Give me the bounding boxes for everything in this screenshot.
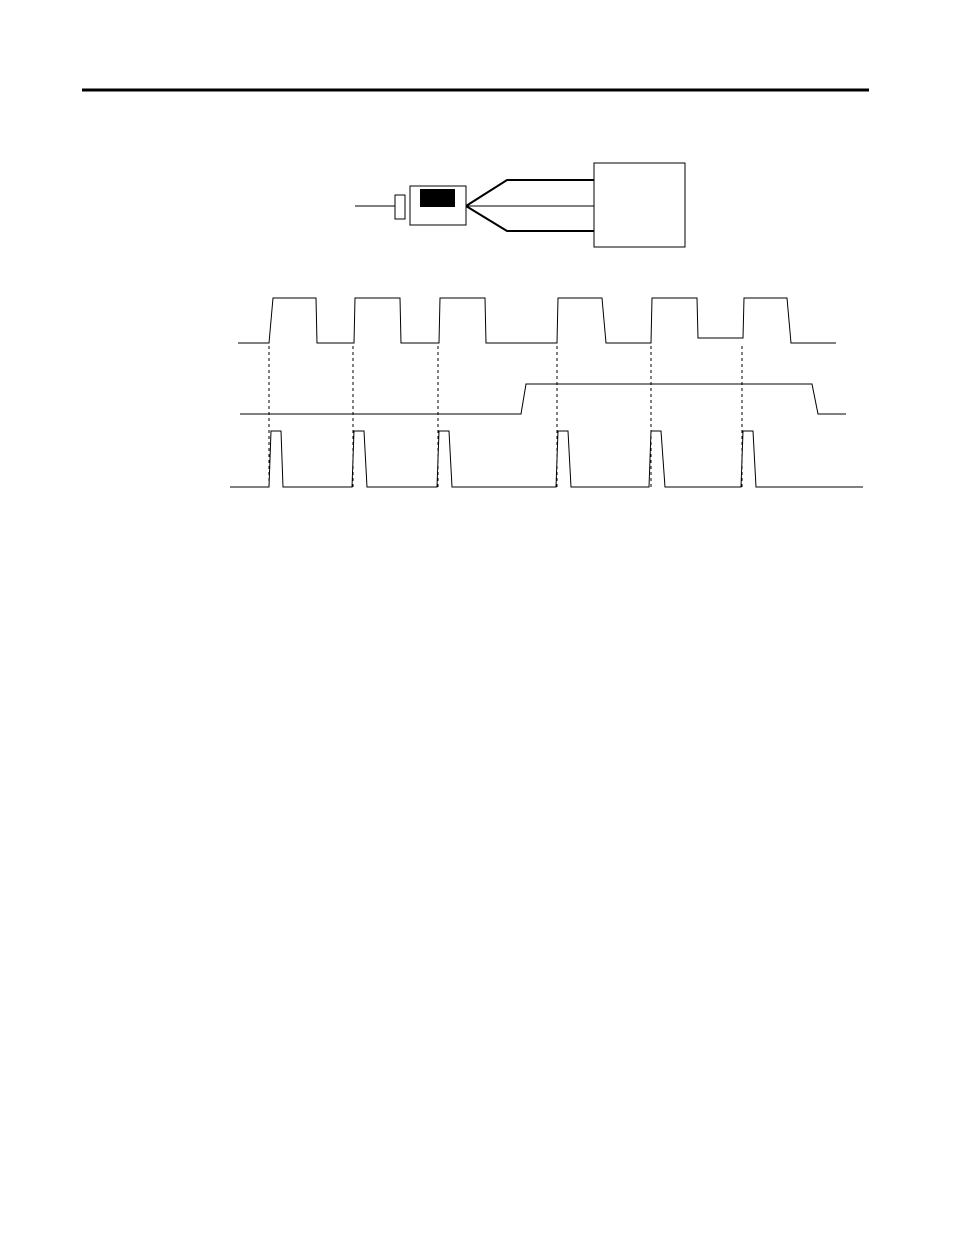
signal-trace-sensor-output — [238, 298, 836, 343]
timing-diagram — [230, 298, 863, 487]
cable-lower-conductor — [466, 206, 594, 231]
signal-trace-strobe — [230, 431, 863, 487]
cable-upper-conductor — [466, 180, 594, 206]
signal-trace-gate — [240, 384, 846, 414]
controller-box — [594, 163, 685, 247]
sensing-element — [420, 189, 455, 207]
sensor-assembly — [355, 163, 685, 247]
target-block — [395, 195, 405, 219]
sensor-cable — [466, 180, 594, 231]
sync-marks — [269, 346, 742, 487]
